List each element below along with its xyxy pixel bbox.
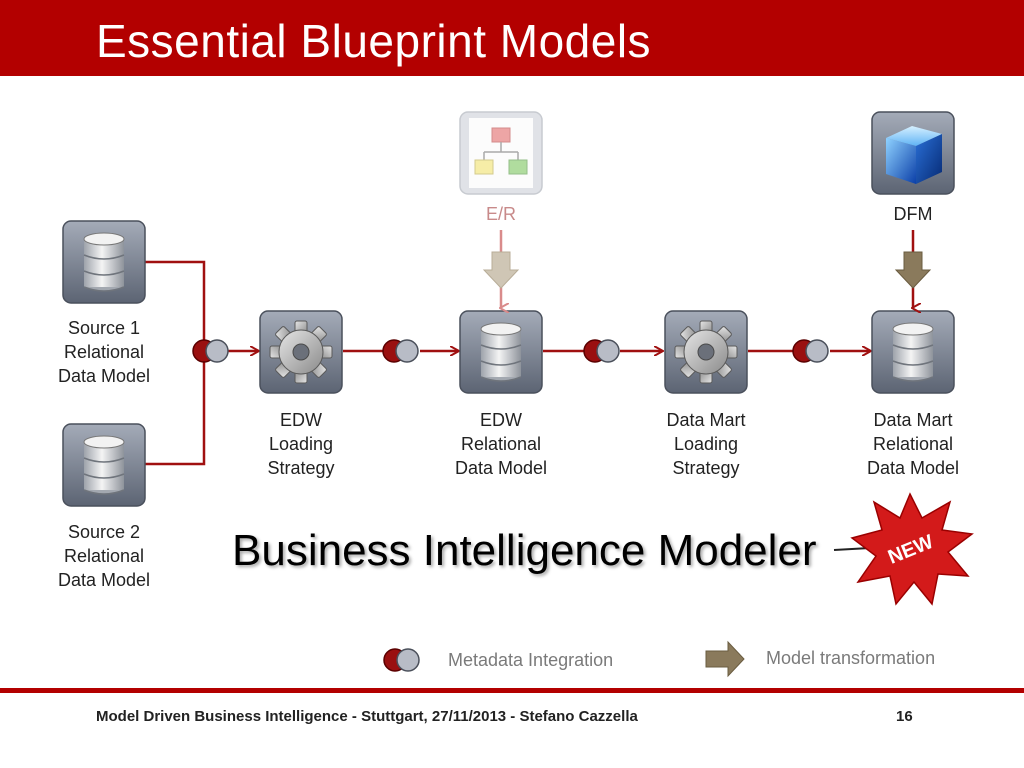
metadata-connector-4: [792, 339, 829, 363]
footer-text: Model Driven Business Intelligence - Stu…: [96, 708, 638, 725]
er-label: E/R: [485, 204, 516, 224]
edw-relational-database-icon: [459, 310, 543, 394]
footer-divider: [0, 688, 1024, 693]
metadata-connector-2: [382, 339, 419, 363]
dfm-label: DFM: [893, 204, 933, 224]
legend-transformation-label: Model transformation: [766, 648, 936, 668]
dm-relational-database-icon: [871, 310, 955, 394]
source1-database-icon: [62, 220, 146, 304]
legend-transformation-arrow-icon: [705, 640, 745, 678]
dfm-cube-icon: [871, 111, 955, 195]
headline: Business Intelligence Modeler: [232, 526, 817, 575]
metadata-connector-3: [583, 339, 620, 363]
new-badge: NEW: [850, 492, 974, 606]
title-bar: Essential Blueprint Models: [0, 0, 1024, 76]
metadata-connector-1: [192, 339, 229, 363]
dm-loading-gear-icon: [664, 310, 748, 394]
legend-metadata-icon: [383, 648, 420, 672]
legend-metadata-label: Metadata Integration: [448, 650, 614, 670]
headline-pointer-line: [833, 547, 871, 551]
er-diagram-icon: [459, 111, 543, 195]
edw-loading-gear-icon: [259, 310, 343, 394]
dfm-transformation-arrow: [894, 230, 932, 308]
source2-database-icon: [62, 423, 146, 507]
slide-title: Essential Blueprint Models: [96, 15, 652, 67]
er-transformation-arrow: [482, 230, 520, 308]
page-number: 16: [896, 708, 913, 725]
